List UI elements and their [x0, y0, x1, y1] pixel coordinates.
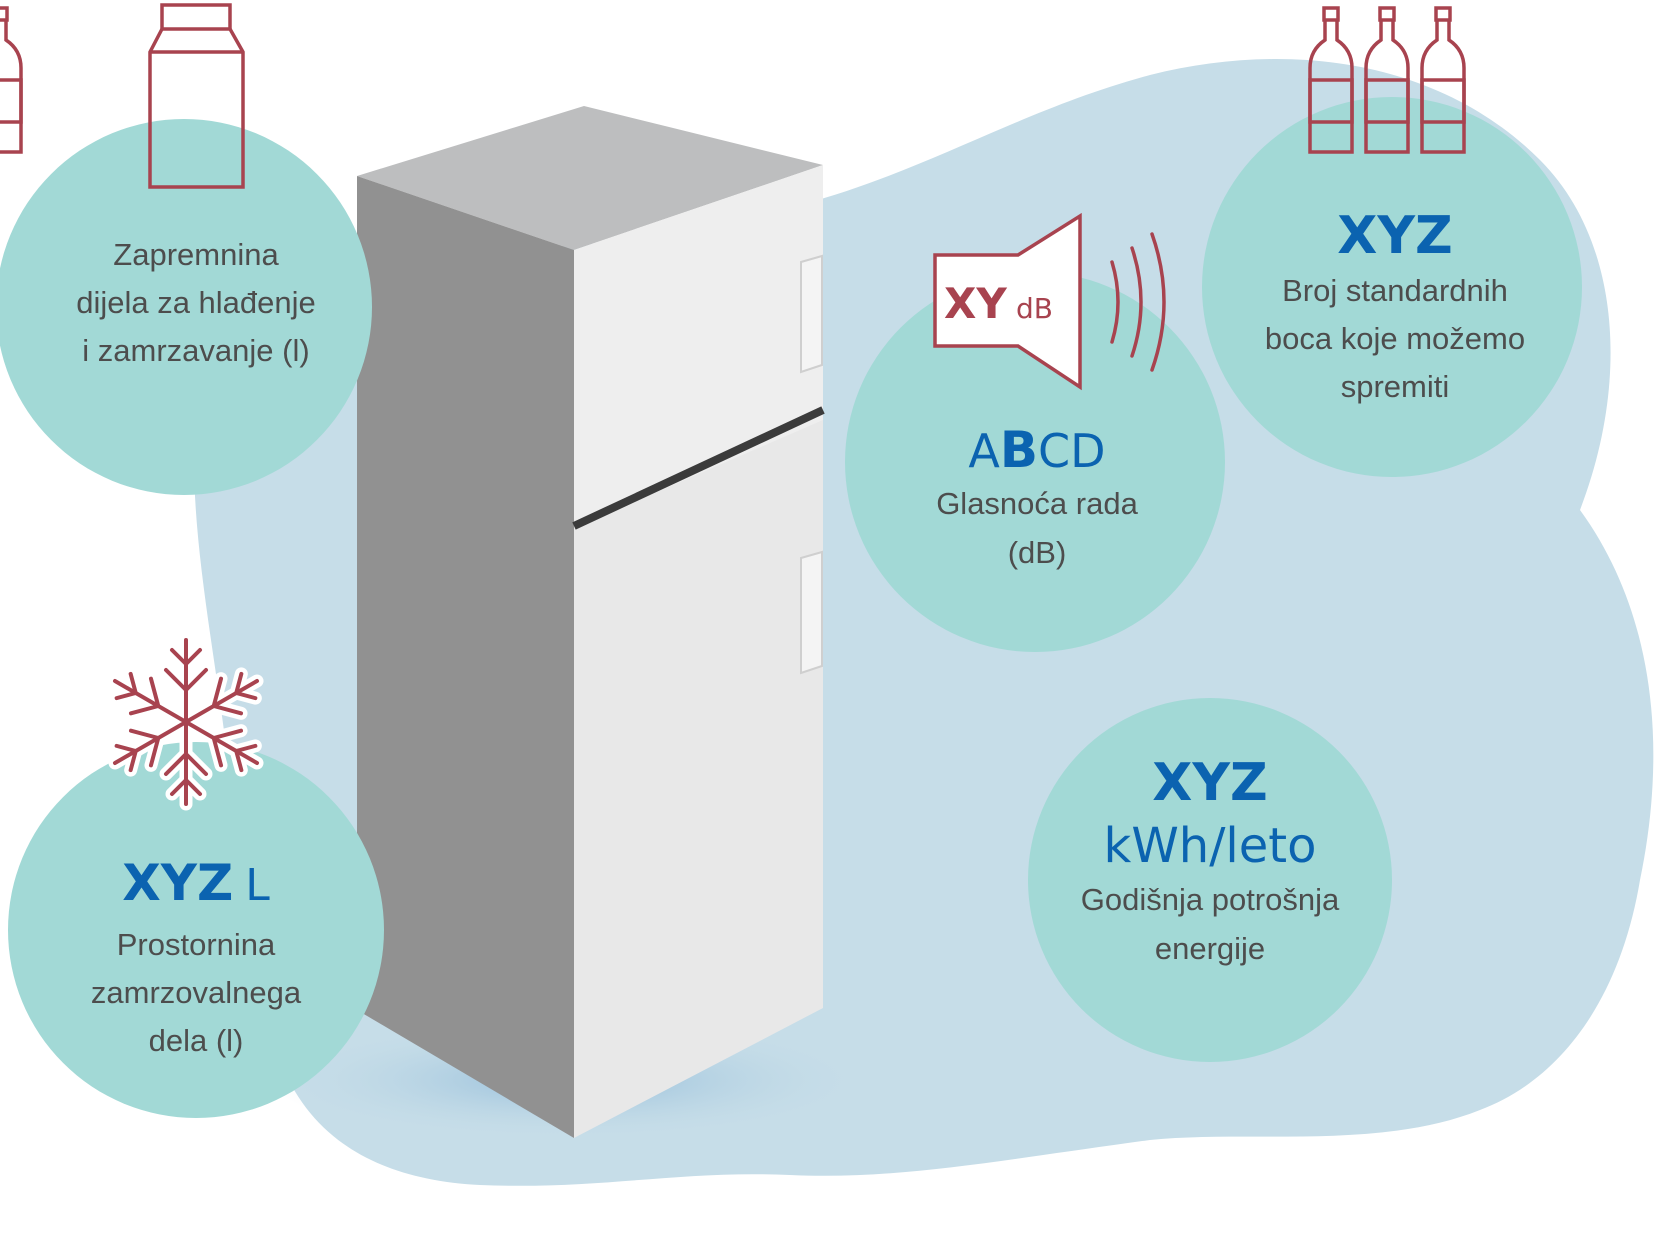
- energy-badge: XYZ kWh/leto Godišnja potrošnja energije: [1028, 698, 1392, 1062]
- energy-value: XYZ: [1152, 753, 1267, 813]
- fridge-door-gap: [572, 406, 825, 530]
- bottles-line-3: spremiti: [1341, 369, 1450, 404]
- fridge-volume-line-3: i zamrzavanje (l): [82, 333, 309, 368]
- noise-classes: ABCD: [968, 421, 1105, 479]
- energy-unit: kWh/leto: [1104, 818, 1317, 874]
- speaker-icon: XY dB: [933, 212, 1166, 391]
- fridge-handle-top: [800, 254, 823, 374]
- noise-class-c: C: [1038, 424, 1070, 478]
- freezer-unit-text: L: [245, 860, 270, 911]
- energy-line-1: Godišnja potrošnja: [1081, 882, 1340, 917]
- speaker-value-text: XY: [944, 279, 1007, 328]
- bottles-value: XYZ: [1337, 206, 1452, 266]
- bottles-line-2: boca koje možemo: [1265, 321, 1525, 356]
- freezer-volume-line-1: Prostornina: [117, 927, 276, 962]
- noise-circle: [845, 272, 1225, 652]
- fridge-top: [357, 106, 823, 250]
- fridge-volume-line-2: dijela za hlađenje: [76, 285, 316, 320]
- wine-bottles-icon: [0, 6, 1466, 154]
- fridge-volume-circle: [0, 119, 372, 495]
- sound-waves-icon: [1110, 232, 1166, 372]
- snowflake-icon: [105, 633, 267, 804]
- freezer-volume-line-3: dela (l): [149, 1023, 244, 1058]
- bottles-badge: XYZ Broj standardnih boca koje možemo sp…: [0, 6, 1582, 477]
- milk-carton-icon: [148, 3, 245, 189]
- freezer-value-text: XYZ: [122, 854, 233, 912]
- refrigerator-illustration: [357, 106, 825, 1138]
- noise-line-1: Glasnoća rada: [936, 486, 1138, 521]
- fridge-volume-line-1: Zapremnina: [113, 237, 279, 272]
- noise-class-b: B: [1000, 421, 1038, 479]
- fridge-volume-badge: Zapremnina dijela za hlađenje i zamrzava…: [0, 3, 372, 495]
- noise-class-d: D: [1070, 424, 1105, 478]
- noise-class-a: A: [968, 424, 1000, 478]
- bottles-circle: [1202, 97, 1582, 477]
- bottles-line-1: Broj standardnih: [1282, 273, 1508, 308]
- fridge-handle-bottom: [800, 550, 823, 675]
- freezer-volume-line-2: zamrzovalnega: [91, 975, 302, 1010]
- freezer-volume-circle: [8, 742, 384, 1118]
- energy-circle: [1028, 698, 1392, 1062]
- noise-badge: XY dB ABCD Glasnoća rada (dB): [845, 212, 1225, 652]
- energy-line-2: energije: [1155, 931, 1265, 966]
- noise-line-2: (dB): [1008, 535, 1067, 570]
- fridge-side: [357, 176, 574, 1138]
- speaker-unit-text: dB: [1016, 292, 1053, 325]
